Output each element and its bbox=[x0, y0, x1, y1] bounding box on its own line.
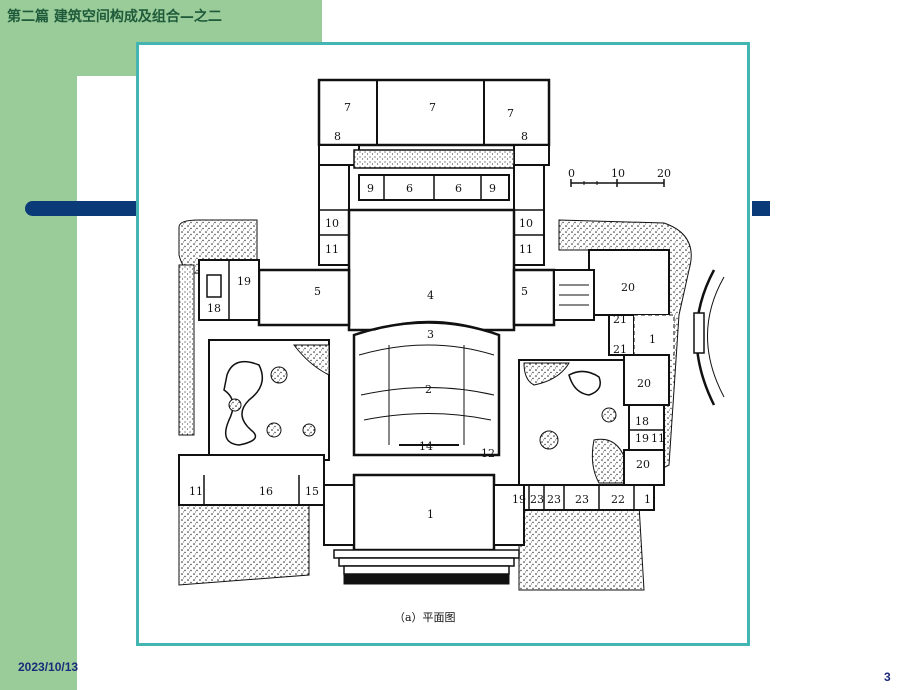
room-label: 12 bbox=[481, 447, 495, 460]
room-label: 11 bbox=[325, 243, 339, 256]
room-label: 11 bbox=[651, 432, 665, 445]
lobby-stair-left bbox=[323, 484, 355, 546]
room-label: 11 bbox=[519, 243, 533, 256]
room-label: 8 bbox=[334, 130, 341, 143]
room-label: 2 bbox=[425, 383, 432, 396]
room-label: 5 bbox=[314, 285, 321, 298]
figure-caption: （a）平面图 bbox=[394, 611, 456, 624]
room-label: 14 bbox=[419, 440, 433, 453]
room-label: 23 bbox=[530, 493, 544, 506]
room-label: 6 bbox=[406, 182, 413, 195]
room-label: 1 bbox=[427, 508, 434, 521]
entrance-lobby bbox=[352, 473, 496, 552]
south-west-wing bbox=[178, 454, 325, 506]
room-label: 4 bbox=[427, 289, 434, 302]
west-bush bbox=[292, 344, 330, 376]
room-label: 11 bbox=[189, 485, 203, 498]
lobby-stair-right bbox=[493, 484, 525, 546]
orchestra-pit bbox=[373, 320, 485, 331]
left-service-tower bbox=[318, 164, 350, 266]
room-label: 7 bbox=[344, 101, 351, 114]
room-label: 7 bbox=[429, 101, 436, 114]
room-label: 10 bbox=[519, 217, 533, 230]
room-label: 9 bbox=[489, 182, 496, 195]
west-pond bbox=[223, 360, 264, 446]
room-label: 20 bbox=[637, 377, 651, 390]
room-label: 3 bbox=[427, 328, 434, 341]
room-label: 1 bbox=[649, 333, 656, 346]
room-label: 19 bbox=[635, 432, 649, 445]
room-label: 19 bbox=[512, 493, 526, 506]
scale-label-20: 20 bbox=[657, 167, 671, 180]
west-strip-stipple bbox=[178, 264, 195, 436]
slide-date: 2023/10/13 bbox=[18, 660, 79, 674]
main-stage bbox=[347, 208, 516, 332]
room-label: 15 bbox=[305, 485, 319, 498]
east-tree-2 bbox=[601, 407, 617, 423]
scale-label-0: 0 bbox=[568, 167, 575, 180]
room-label: 20 bbox=[636, 458, 650, 471]
room-label: 18 bbox=[635, 415, 649, 428]
room-label: 16 bbox=[259, 485, 273, 498]
east-bush bbox=[523, 362, 570, 386]
room-label: 18 bbox=[207, 302, 221, 315]
room-label: 8 bbox=[521, 130, 528, 143]
page-number: 3 bbox=[884, 670, 891, 684]
room-label: 9 bbox=[367, 182, 374, 195]
west-tree-4 bbox=[302, 423, 316, 437]
forecourt-stipple-right bbox=[518, 504, 645, 591]
side-stage-right bbox=[512, 268, 556, 327]
room-label: 6 bbox=[455, 182, 462, 195]
side-stage-left bbox=[257, 268, 351, 327]
room-label: 1 bbox=[644, 493, 651, 506]
decorative-bar-right bbox=[752, 201, 770, 216]
right-service-tower bbox=[513, 164, 545, 266]
stage-back-ramp bbox=[353, 149, 515, 169]
slide-title: 第二篇 建筑空间构成及组合—之二 bbox=[7, 9, 222, 25]
east-room-20-bottom bbox=[623, 449, 665, 486]
room-labels: 7 7 7 8 8 9 6 6 9 10 10 11 11 4 5 5 19 1… bbox=[189, 101, 665, 521]
room-label: 5 bbox=[521, 285, 528, 298]
west-tree-1 bbox=[270, 366, 288, 384]
room-label: 20 bbox=[621, 281, 635, 294]
floor-plan-figure: 0 10 20 7 7 7 8 8 9 6 6 9 10 10 11 11 4 … bbox=[136, 42, 750, 646]
floor-plan-drawing: 0 10 20 7 7 7 8 8 9 6 6 9 10 10 11 11 4 … bbox=[178, 78, 725, 624]
scale-bar: 0 10 20 bbox=[568, 167, 671, 187]
scale-label-10: 10 bbox=[611, 167, 625, 180]
room-label: 21 bbox=[613, 313, 627, 326]
entrance-steps bbox=[333, 549, 520, 585]
room-8-right-box bbox=[513, 144, 550, 166]
room-label: 19 bbox=[237, 275, 251, 288]
decorative-bar-left bbox=[25, 201, 140, 216]
room-label: 7 bbox=[507, 107, 514, 120]
stage-rear-block bbox=[317, 78, 551, 147]
east-tree-1 bbox=[539, 430, 559, 450]
room-8-left-box bbox=[318, 144, 360, 166]
left-sidebar-background bbox=[0, 0, 77, 690]
east-pond bbox=[568, 370, 601, 396]
room-label: 23 bbox=[547, 493, 561, 506]
west-tree-3 bbox=[266, 422, 282, 438]
room-label: 23 bbox=[575, 493, 589, 506]
room-label: 10 bbox=[325, 217, 339, 230]
west-tree-2 bbox=[228, 398, 242, 412]
room-label: 22 bbox=[611, 493, 625, 506]
room-label: 21 bbox=[613, 343, 627, 356]
